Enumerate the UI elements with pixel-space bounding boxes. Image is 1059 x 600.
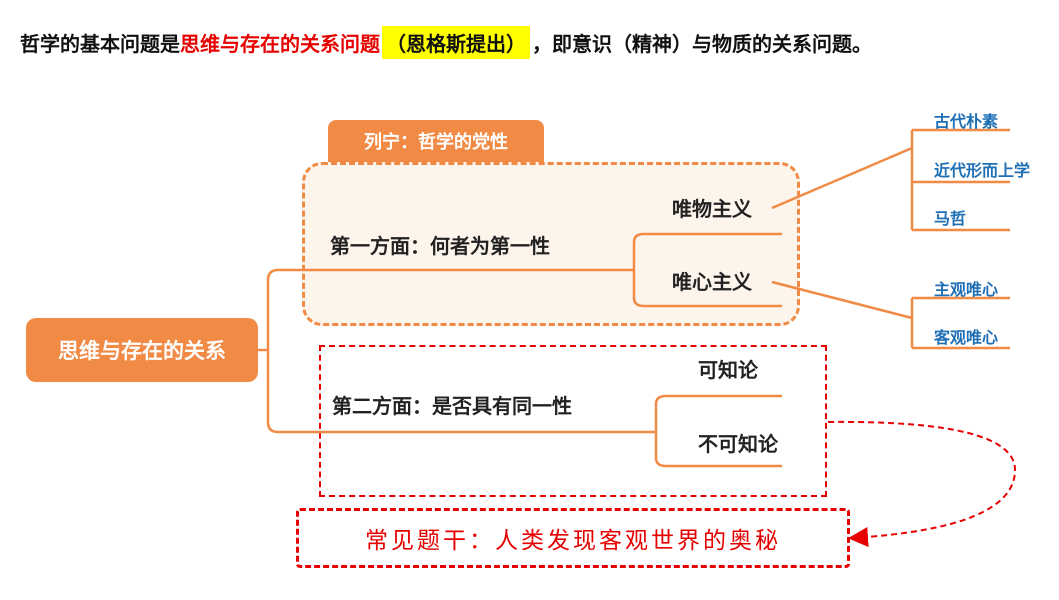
- leaf-marxist-philosophy: 马哲: [934, 209, 967, 228]
- aspect2-label: 第二方面：是否具有同一性: [332, 394, 572, 418]
- page-heading: 哲学的基本问题是思维与存在的关系问题（恩格斯提出），即意识（精神）与物质的关系问…: [20, 24, 872, 60]
- knowable-label: 可知论: [698, 358, 758, 382]
- aspect2-dashed-box: [319, 345, 827, 497]
- aspect1-dashed-box: [302, 162, 800, 326]
- idealism-label: 唯心主义: [672, 270, 752, 294]
- leaf-ancient-naive: 古代朴素: [934, 112, 999, 131]
- callout-arrow: [827, 420, 1017, 547]
- materialism-connector: [771, 146, 913, 210]
- unknowable-label: 不可知论: [698, 432, 778, 456]
- heading-part1: 哲学的基本问题是: [20, 31, 180, 56]
- root-node: 思维与存在的关系: [26, 318, 258, 382]
- materialism-leaf-bracket: [910, 128, 1010, 232]
- aspect1-label: 第一方面：何者为第一性: [330, 234, 550, 258]
- root-connector: [258, 268, 656, 434]
- leaf-objective-idealism: 客观唯心: [934, 328, 999, 347]
- leaf-modern-metaphysics: 近代形而上学: [934, 161, 1031, 180]
- idealism-leaf-bracket: [910, 296, 1010, 350]
- aspect1-tab: 列宁：哲学的党性: [328, 120, 544, 162]
- common-question-callout: 常见题干：人类发现客观世界的奥秘: [296, 508, 850, 568]
- idealism-connector: [771, 280, 913, 320]
- materialism-label: 唯物主义: [672, 197, 752, 221]
- aspect1-bracket: [632, 232, 782, 308]
- leaf-subjective-idealism: 主观唯心: [934, 280, 999, 299]
- heading-highlight-red: 思维与存在的关系问题: [180, 31, 380, 56]
- aspect2-bracket: [654, 394, 782, 468]
- heading-highlight-yellow: （恩格斯提出）: [382, 25, 530, 59]
- heading-part4: ，即意识（精神）与物质的关系问题。: [532, 31, 872, 56]
